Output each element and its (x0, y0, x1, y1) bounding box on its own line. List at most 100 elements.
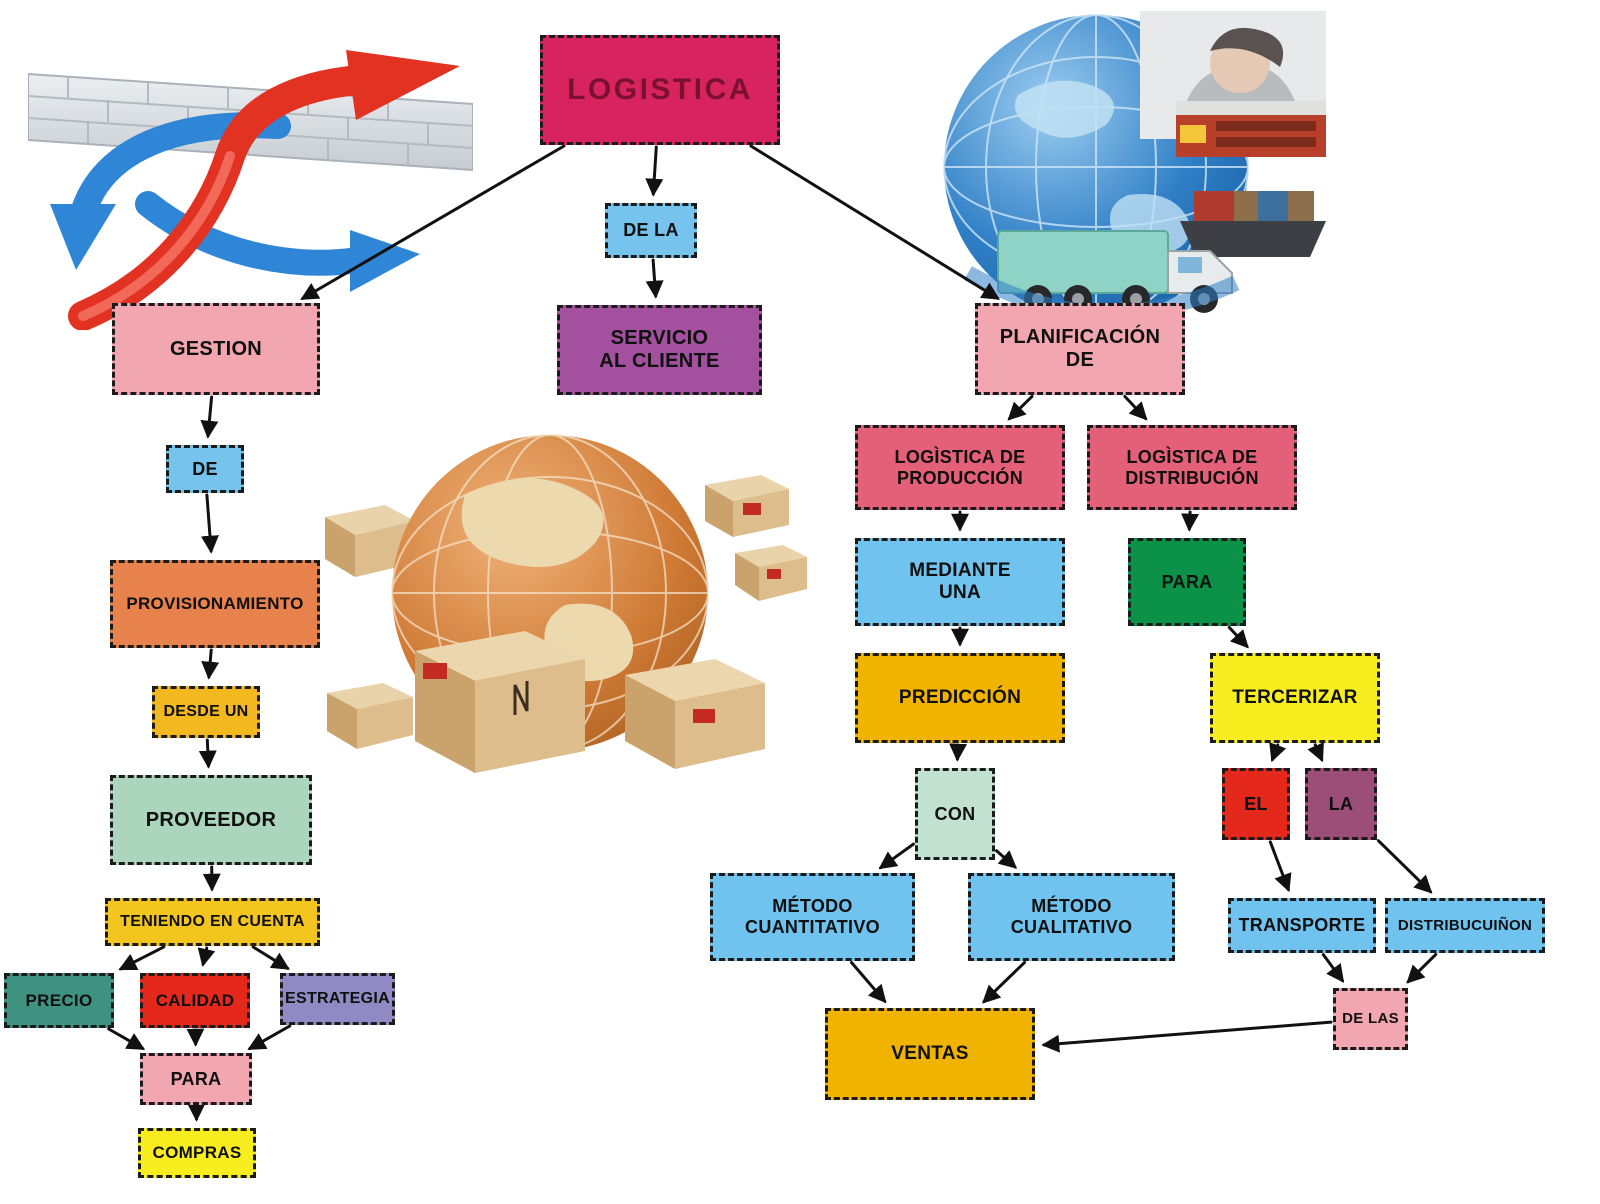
node-estrategia: ESTRATEGIA (280, 973, 395, 1025)
node-transporte: TRANSPORTE (1228, 898, 1376, 953)
node-la: LA (1305, 768, 1377, 840)
node-proveedor: PROVEEDOR (110, 775, 312, 865)
edge-log_distribucion-to-para_right (1181, 510, 1200, 532)
node-label: TRANSPORTE (1238, 915, 1366, 936)
globe-boxes-image (265, 425, 810, 797)
node-label: MÉTODO CUANTITATIVO (745, 896, 880, 937)
node-label: GESTION (169, 337, 263, 360)
node-label: CON (934, 803, 976, 824)
node-label: PROVEEDOR (145, 808, 277, 831)
edge-met_cual-to-ventas (982, 960, 1027, 1004)
node-tercerizar: TERCERIZAR (1210, 653, 1380, 743)
edge-teniendo-to-calidad (197, 946, 216, 967)
edge-con-to-met_cual (995, 849, 1018, 869)
edge-el-to-transporte (1268, 840, 1292, 893)
node-label: EL (1244, 793, 1268, 814)
node-distribucuinon: DISTRIBUCUIÑON (1385, 898, 1545, 953)
node-con: CON (915, 768, 995, 860)
edge-la-to-distribucuinon (1376, 839, 1433, 894)
node-log-distribucion: LOGÌSTICA DE DISTRIBUCIÓN (1087, 425, 1297, 510)
node-label: ESTRATEGIA (285, 989, 390, 1007)
node-log-produccion: LOGÌSTICA DE PRODUCCIÓN (855, 425, 1065, 510)
edge-tercerizar-to-la (1307, 742, 1324, 763)
edge-con-to-met_cuant (878, 842, 915, 870)
edge-gestion-to-de (200, 395, 219, 439)
node-mediante: MEDIANTE UNA (855, 538, 1065, 626)
node-label: DISTRIBUCUIÑON (1397, 916, 1533, 934)
node-label: SERVICIO AL CLIENTE (599, 327, 720, 372)
node-label: LOGISTICA (567, 72, 753, 106)
ship-photo (1180, 191, 1326, 257)
edge-teniendo-to-precio (118, 945, 166, 971)
node-label: MÉTODO CUALITATIVO (1010, 896, 1133, 937)
cardboard-box (705, 475, 789, 537)
node-label: PARA (170, 1068, 222, 1089)
edge-planificacion-to-log_produccion (1007, 394, 1034, 421)
edge-logistica-to-de_la (645, 145, 664, 197)
node-compras: COMPRAS (138, 1128, 256, 1178)
node-label: LOGÌSTICA DE DISTRIBUCIÓN (1125, 446, 1259, 488)
node-label: COMPRAS (152, 1143, 242, 1163)
node-label: MEDIANTE UNA (909, 560, 1011, 603)
node-provisionamiento: PROVISIONAMIENTO (110, 560, 320, 648)
edge-precio-to-para_left (107, 1027, 146, 1050)
cardboard-box (327, 683, 413, 749)
globe-transport-image (928, 5, 1333, 333)
node-label: DESDE UN (163, 702, 249, 720)
node-label: PROVISIONAMIENTO (126, 594, 304, 614)
node-met-cuant: MÉTODO CUANTITATIVO (710, 873, 915, 961)
node-label: TENIENDO EN CUENTA (120, 912, 305, 930)
node-label: VENTAS (891, 1043, 969, 1065)
node-label: DE LA (623, 220, 679, 241)
edge-desde_un-to-proveedor (198, 738, 217, 769)
node-label: PREDICCIÓN (898, 687, 1022, 709)
node-label: PLANIFICACIÓN DE (999, 326, 1161, 371)
node-label: TERCERIZAR (1232, 687, 1358, 709)
cardboard-box (735, 545, 807, 601)
node-label: CALIDAD (155, 990, 235, 1010)
red-arrow-over-wall (68, 50, 460, 331)
node-desde-un: DESDE UN (152, 686, 260, 738)
node-de: DE (166, 445, 244, 493)
node-servicio: SERVICIO AL CLIENTE (557, 305, 762, 395)
edge-de_las-to-ventas (1041, 1020, 1333, 1053)
edge-transporte-to-de_las (1321, 953, 1345, 983)
globe-boxes-illustration (325, 434, 807, 773)
cardboard-box (415, 631, 585, 773)
node-el: EL (1222, 768, 1290, 840)
wall-arrows-illustration (27, 50, 474, 331)
node-de-las: DE LAS (1333, 988, 1408, 1050)
edge-estrategia-to-para_left (247, 1024, 292, 1051)
node-teniendo: TENIENDO EN CUENTA (105, 898, 320, 946)
edge-de-to-provisionamiento (200, 493, 219, 554)
edge-de_la-to-servicio (645, 258, 664, 299)
node-planificacion: PLANIFICACIÓN DE (975, 303, 1185, 395)
node-label: LOGÌSTICA DE PRODUCCIÓN (894, 446, 1026, 488)
node-para-right: PARA (1128, 538, 1246, 626)
globe-continent (1014, 80, 1114, 138)
edge-prediccion-to-con (949, 743, 968, 762)
node-met-cual: MÉTODO CUALITATIVO (968, 873, 1175, 961)
node-para-left: PARA (140, 1053, 252, 1105)
node-prediccion: PREDICCIÓN (855, 653, 1065, 743)
edge-planificacion-to-log_distribucion (1123, 395, 1148, 421)
node-logistica: LOGISTICA (540, 35, 780, 145)
train-photo (1176, 101, 1326, 157)
cardboard-box (625, 659, 765, 769)
node-label: DE (192, 458, 218, 479)
globe-continent (461, 478, 604, 568)
edge-met_cuant-to-ventas (850, 961, 887, 1004)
node-ventas: VENTAS (825, 1008, 1035, 1100)
wall-arrows-image (27, 8, 474, 331)
edge-para_right-to-tercerizar (1227, 626, 1249, 649)
edge-provisionamiento-to-desde_un (201, 648, 220, 680)
node-gestion: GESTION (112, 303, 320, 395)
node-label: LA (1328, 793, 1354, 814)
globe-transport-illustration (943, 11, 1326, 321)
node-label: DE LAS (1342, 1010, 1399, 1028)
node-calidad: CALIDAD (140, 973, 250, 1028)
node-precio: PRECIO (4, 973, 114, 1028)
edge-tercerizar-to-el (1269, 742, 1287, 763)
node-de-la: DE LA (605, 203, 697, 258)
